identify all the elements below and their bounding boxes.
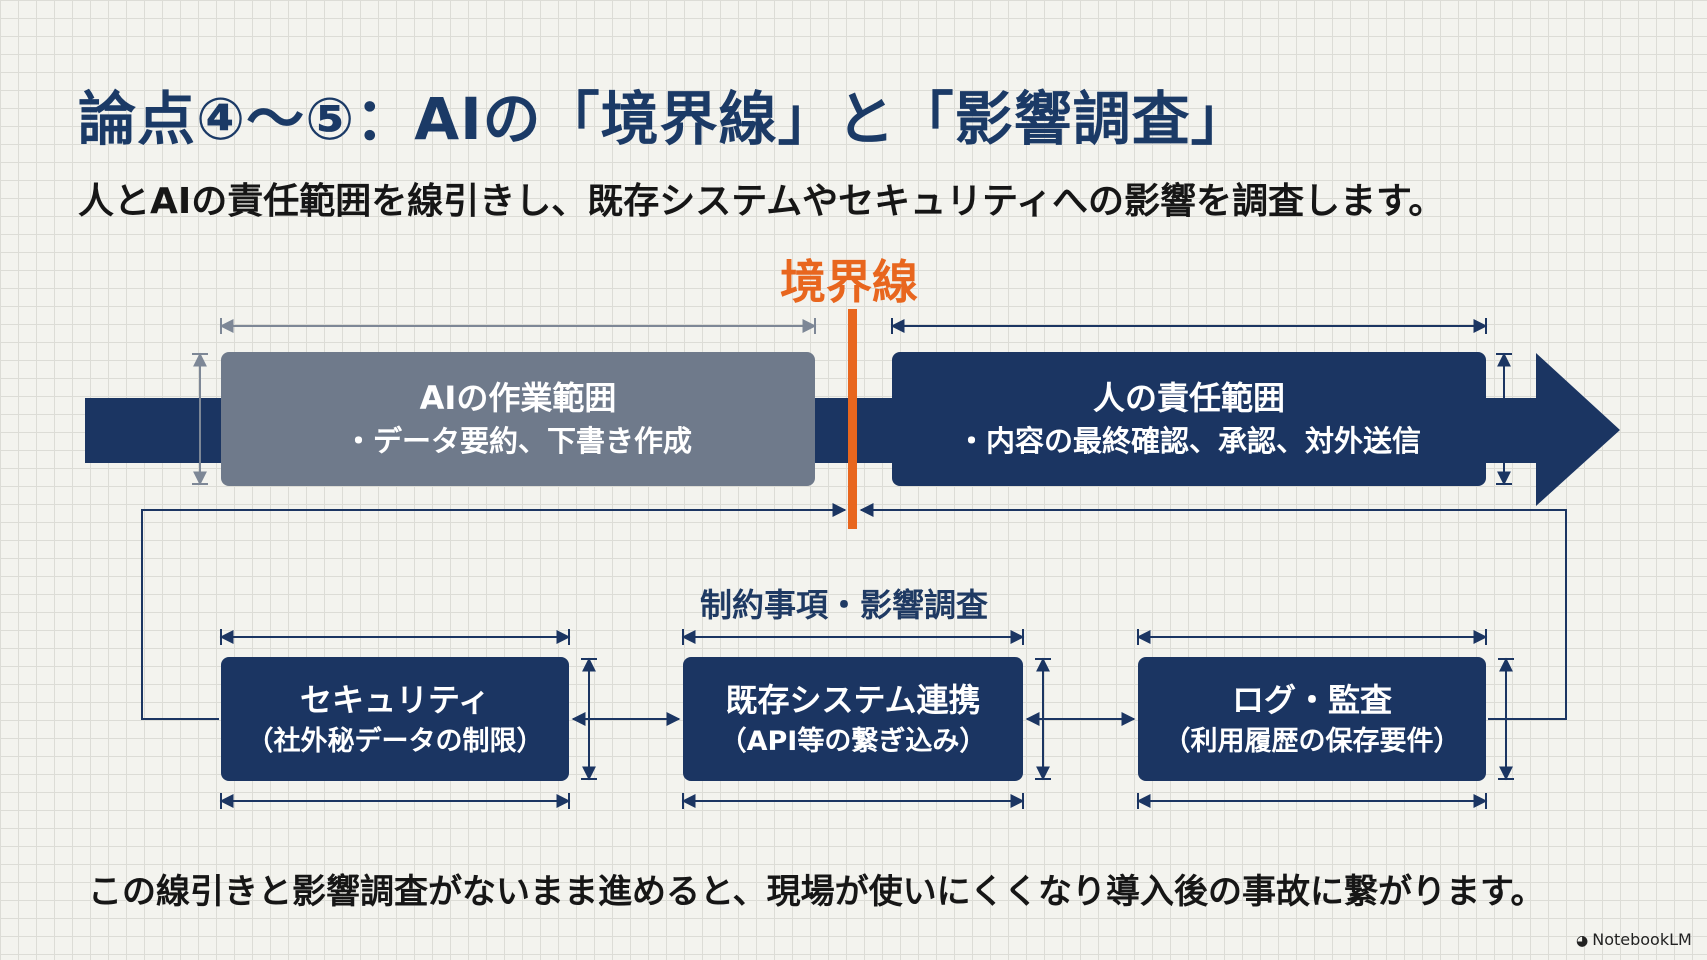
ai-scope-dimension-lines — [192, 318, 817, 486]
system-integration-detail: （API等の繋ぎ込み） — [719, 725, 987, 757]
human-scope-dimension-lines — [890, 318, 1512, 486]
constraints-label: 制約事項・影響調査 — [700, 586, 989, 624]
human-scope-detail: ・内容の最終確認、承認、対外送信 — [956, 424, 1421, 459]
ai-scope-box: AIの作業範囲 ・データ要約、下書き作成 — [221, 352, 815, 486]
human-scope-box: 人の責任範囲 ・内容の最終確認、承認、対外送信 — [892, 352, 1486, 486]
boundary-line — [848, 309, 857, 529]
log-audit-detail: （利用履歴の保存要件） — [1163, 725, 1461, 757]
watermark-text: NotebookLM — [1592, 930, 1692, 949]
log-audit-title: ログ・監査 — [1231, 680, 1392, 719]
constraint-dimension-lines — [219, 629, 1514, 809]
watermark: ◕NotebookLM — [1576, 930, 1692, 949]
ai-scope-detail: ・データ要約、下書き作成 — [343, 424, 692, 459]
page-subtitle: 人とAIの責任範囲を線引きし、既存システムやセキュリティへの影響を調査します。 — [78, 181, 1445, 222]
security-title: セキュリティ — [299, 680, 491, 719]
page-title: 論点④〜⑤：AIの「境界線」と「影響調査」 — [78, 85, 1250, 153]
boundary-label: 境界線 — [780, 255, 918, 309]
ai-scope-title: AIの作業範囲 — [419, 379, 617, 418]
human-scope-title: 人の責任範囲 — [1092, 379, 1285, 418]
footer-note: この線引きと影響調査がないまま進めると、現場が使いにくくなり導入後の事故に繋がり… — [88, 872, 1545, 912]
notebooklm-logo-icon: ◕ — [1576, 933, 1589, 949]
system-integration-box: 既存システム連携 （API等の繋ぎ込み） — [683, 657, 1023, 781]
system-integration-title: 既存システム連携 — [725, 680, 981, 719]
log-audit-box: ログ・監査 （利用履歴の保存要件） — [1138, 657, 1486, 781]
security-box: セキュリティ （社外秘データの制限） — [221, 657, 569, 781]
security-detail: （社外秘データの制限） — [246, 725, 544, 757]
